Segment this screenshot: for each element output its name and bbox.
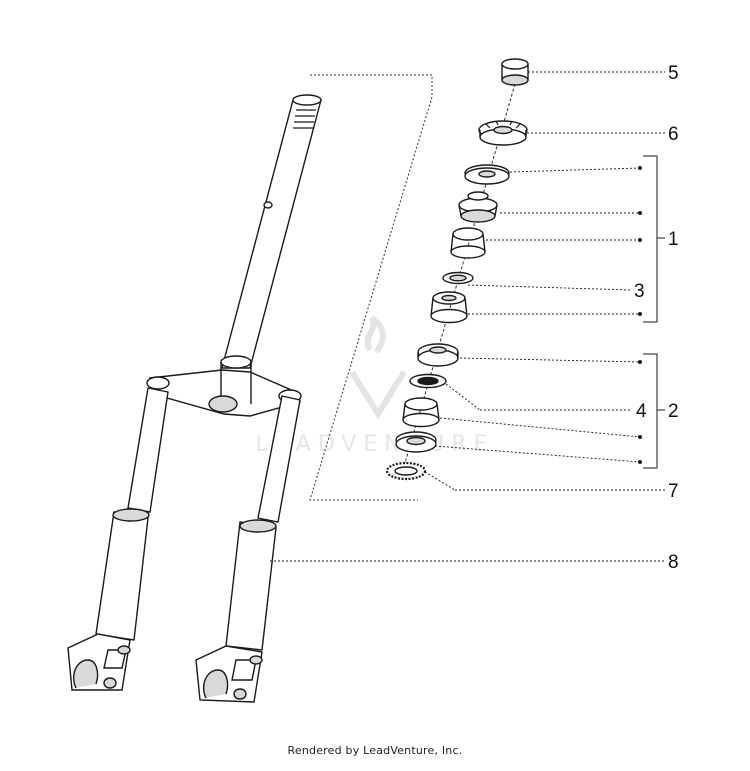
right-fork-leg: [195, 395, 301, 703]
callout-7: 7: [668, 481, 679, 502]
part-1-upper-race: [464, 164, 510, 185]
callout-3: 3: [634, 281, 645, 302]
leader-dots: [638, 166, 642, 464]
part-4-ball-retainer: [409, 373, 447, 389]
part-2-upper-race: [417, 343, 459, 367]
callout-1: 1: [668, 229, 679, 250]
callout-6: 6: [668, 124, 679, 145]
front-fork-assembly: [67, 94, 322, 703]
left-fork-leg: [67, 387, 169, 691]
part-3-ball-retainer: [442, 271, 474, 285]
rendered-by-credit: Rendered by LeadVenture, Inc.: [287, 744, 463, 757]
callout-5: 5: [668, 63, 679, 84]
steering-tube: [221, 94, 322, 369]
part-7-seal-ring: [385, 461, 427, 481]
callout-labels: 5 6 1 3 4 2 7 8: [634, 63, 679, 573]
leader-lines: [270, 71, 665, 562]
part-2-bearing-cone: [402, 397, 440, 428]
bracket-group-1: [643, 155, 658, 323]
bracket-group-2: [643, 353, 658, 469]
part-5-cap: [501, 58, 529, 86]
exploded-group-outline: [309, 74, 433, 501]
triple-clamp: [146, 355, 302, 417]
callout-4: 4: [636, 401, 647, 422]
watermark: LEADVENTURE: [256, 315, 495, 457]
group-brackets: [643, 155, 665, 469]
part-1-bearing-cone: [450, 227, 486, 259]
part-6-lock-nut: [478, 120, 528, 146]
part-1-lower-cup: [430, 291, 468, 324]
part-1-bearing-cup: [458, 191, 498, 223]
callout-8: 8: [668, 552, 679, 573]
part-2-lower-race: [395, 431, 437, 453]
callout-2: 2: [668, 401, 679, 422]
exploded-parts: [385, 58, 529, 481]
watermark-text: LEADVENTURE: [256, 432, 495, 457]
watermark-logo: [349, 315, 407, 420]
